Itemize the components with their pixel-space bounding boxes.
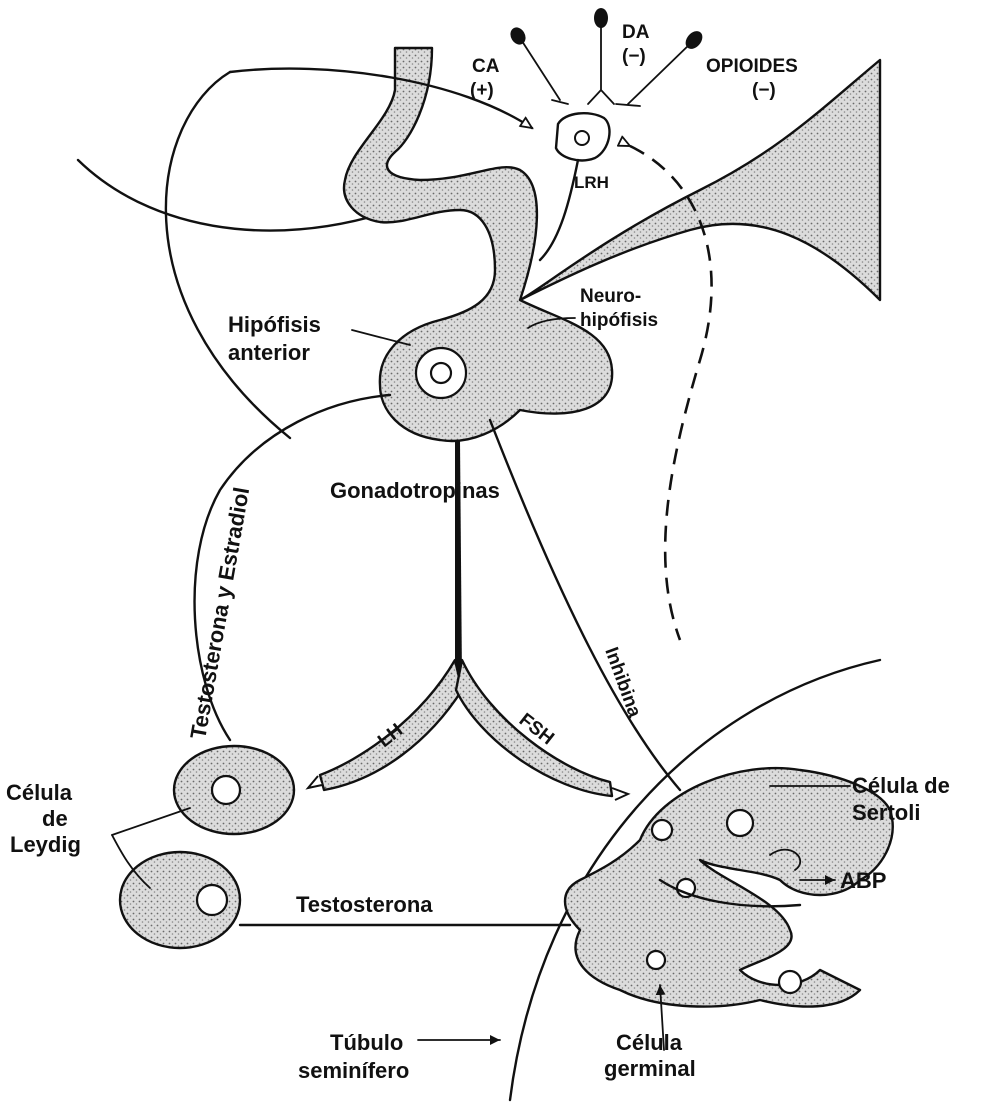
- label-celula-leydig-line1: Célula: [6, 780, 73, 805]
- label-neurohipofisis-line2: hipófisis: [580, 310, 658, 331]
- label-ca: CA: [472, 56, 500, 77]
- brain-arc: [166, 72, 290, 438]
- label-ca-sign: (+): [470, 80, 494, 101]
- label-celula-leydig-line2: de: [42, 806, 68, 831]
- label-gonadotropinas: Gonadotropinas: [330, 478, 500, 503]
- label-celula-germinal-line2: germinal: [604, 1056, 696, 1081]
- label-celula-sertoli-line1: Célula de: [852, 773, 950, 798]
- label-da-sign: (−): [622, 46, 646, 67]
- label-opioides: OPIOIDES: [706, 56, 798, 77]
- label-neurohipofisis-line1: Neuro-: [580, 286, 641, 307]
- label-abp: ABP: [840, 868, 886, 893]
- da-neuron-axon: [588, 20, 614, 104]
- label-testosterona: Testosterona: [296, 892, 433, 917]
- label-da: DA: [622, 22, 650, 43]
- label-celula-leydig-line3: Leydig: [10, 832, 81, 857]
- label-opioides-sign: (−): [752, 80, 776, 101]
- label-hipofisis-line2: anterior: [228, 340, 310, 365]
- label-hipofisis-line1: Hipófisis: [228, 312, 321, 337]
- label-celula-germinal-line1: Célula: [616, 1030, 683, 1055]
- label-lrh: LRH: [574, 173, 609, 192]
- label-celula-sertoli-line2: Sertoli: [852, 800, 920, 825]
- label-tubulo-line2: seminífero: [298, 1058, 409, 1083]
- label-tubulo-line1: Túbulo: [330, 1030, 403, 1055]
- ca-neuron-axon: [520, 38, 560, 100]
- gonadotropin-stem: [455, 440, 462, 680]
